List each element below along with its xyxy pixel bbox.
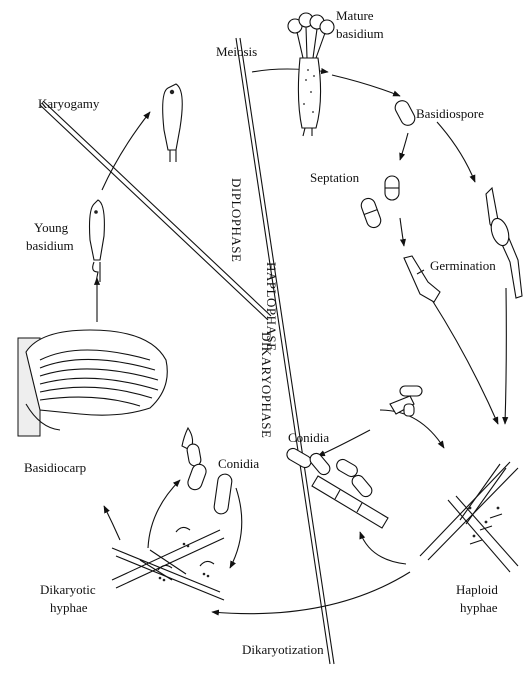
- dikaryophase-label: DIKARYOPHASE: [259, 332, 274, 438]
- basidiospore-drawing: [393, 98, 418, 128]
- label-conidia-right: Conidia: [288, 430, 329, 445]
- label-dikaryotic-hyphae-line2: hyphae: [50, 600, 88, 615]
- label-conidia-left: Conidia: [218, 456, 259, 471]
- label-young-basidium-line2: basidium: [26, 238, 74, 253]
- label-haploid-hyphae-line1: Haploid: [456, 582, 498, 597]
- label-young-basidium-line1: Young: [34, 220, 69, 235]
- label-germination: Germination: [430, 258, 496, 273]
- karyogamy-basidium-drawing: [163, 84, 183, 162]
- cycle-arrows: [97, 69, 506, 614]
- mature-basidium-drawing: [288, 13, 334, 136]
- label-septation: Septation: [310, 170, 360, 185]
- diplophase-label: DIPLOPHASE: [229, 178, 244, 262]
- haploid-conidia-drawing: [285, 386, 422, 528]
- label-mature-basidium-line2: basidium: [336, 26, 384, 41]
- basidiocarp-drawing: [18, 330, 167, 436]
- label-dikaryotization: Dikaryotization: [242, 642, 324, 657]
- dikaryotic-conidia-drawing: [182, 428, 233, 515]
- label-meiosis: Meiosis: [216, 44, 257, 59]
- label-basidiocarp: Basidiocarp: [24, 460, 86, 475]
- label-basidiospore: Basidiospore: [416, 106, 484, 121]
- dikaryotic-hyphae-drawing: [112, 527, 224, 600]
- young-basidium-drawing: [90, 200, 105, 282]
- label-dikaryotic-hyphae-line1: Dikaryotic: [40, 582, 96, 597]
- septation-drawing: [359, 176, 399, 229]
- haploid-hyphae-drawing: [420, 462, 518, 572]
- label-haploid-hyphae-line2: hyphae: [460, 600, 498, 615]
- label-mature-basidium-line1: Mature: [336, 8, 374, 23]
- label-karyogamy: Karyogamy: [38, 96, 100, 111]
- germination-drawing: [404, 188, 522, 302]
